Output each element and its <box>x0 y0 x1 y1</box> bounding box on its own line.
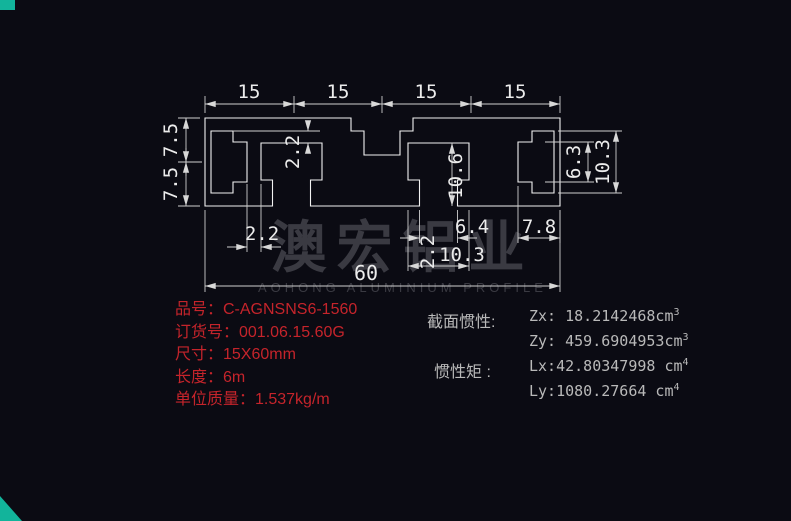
product-number: 品号：C-AGNSNS6-1560 <box>175 301 358 318</box>
section-inertia-label: 截面惯性: <box>427 314 496 331</box>
dim-cavity-width: 10.3 <box>439 244 485 266</box>
lx-superscript: 4 <box>682 357 689 368</box>
profile-left-cavity <box>210 130 248 194</box>
moment-of-inertia-label: 惯性矩 : <box>434 364 491 381</box>
viewport-corner-marker-bottom-left <box>0 496 22 521</box>
order-number: 订货号：001.06.15.60G <box>175 323 345 341</box>
viewport-corner-marker-top-left <box>0 0 15 10</box>
dimension-top-chain: 15 15 15 15 <box>204 81 561 113</box>
ly-superscript: 4 <box>673 382 680 393</box>
dim-top-3: 15 <box>415 81 438 103</box>
length-spec: 长度：6m <box>175 368 246 386</box>
zx-text: Zx: 18.2142468cm <box>529 307 674 325</box>
lx-text: Lx:42.80347998 cm <box>529 357 683 375</box>
dim-top-2: 15 <box>327 81 350 103</box>
dimension-inner: 2.2 10.6 <box>233 120 467 206</box>
lx-value: Lx:42.80347998 cm4 <box>529 357 689 375</box>
profile-outer-contour <box>204 117 561 207</box>
zy-superscript: 3 <box>682 332 689 343</box>
dimension-bottom: 2.2 6.4 7.8 10.3 2.2 60 <box>204 184 561 292</box>
zx-value: Zx: 18.2142468cm3 <box>529 307 680 325</box>
dim-left-lower: 7.5 <box>160 167 182 201</box>
zy-value: Zy: 459.6904953cm3 <box>529 332 689 350</box>
dim-neck-width: 6.4 <box>455 216 489 238</box>
dim-right-outer-height: 10.3 <box>592 139 614 185</box>
ly-text: Ly:1080.27664 cm <box>529 382 674 400</box>
ly-value: Ly:1080.27664 cm4 <box>529 382 680 400</box>
zx-superscript: 3 <box>673 307 680 318</box>
profile-outline <box>204 117 561 207</box>
size-spec: 尺寸：15X60mm <box>175 346 296 363</box>
profile-right-cavity <box>517 130 555 194</box>
watermark-chinese: 澳宏铝业 <box>270 216 535 279</box>
zy-text: Zy: 459.6904953cm <box>529 332 683 350</box>
dim-bottom-gap: 2.2 <box>245 223 279 245</box>
product-info: 品号：C-AGNSNS6-1560 订货号：001.06.15.60G 尺寸：1… <box>175 299 357 412</box>
unit-weight: 单位质量：1.537kg/m <box>175 391 330 408</box>
dim-neck-wall: 2.2 <box>417 235 439 269</box>
dim-edge-distance: 7.8 <box>522 216 556 238</box>
dim-top-1: 15 <box>238 81 261 103</box>
dimension-left-chain: 7.5 7.5 <box>160 117 202 207</box>
dim-top-4: 15 <box>504 81 527 103</box>
dim-total-width: 60 <box>354 261 378 285</box>
dim-left-upper: 7.5 <box>160 123 182 157</box>
dim-right-inner-height: 6.3 <box>563 145 585 179</box>
dim-slot-depth: 10.6 <box>445 153 467 199</box>
dim-wall-top: 2.2 <box>282 135 304 169</box>
dimension-right-side: 6.3 10.3 <box>545 130 622 194</box>
